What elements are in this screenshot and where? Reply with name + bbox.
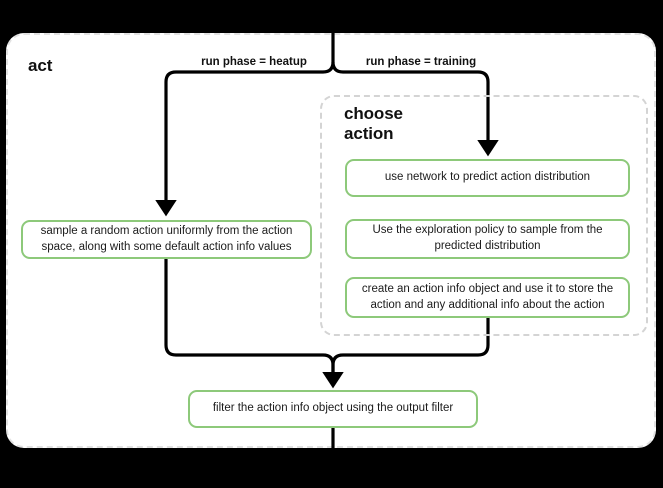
choose-action-group-panel <box>320 95 648 336</box>
act-group-title: act <box>28 56 53 75</box>
node-exploration-policy-sample[interactable]: Use the exploration policy to sample fro… <box>345 219 630 259</box>
node-sample-random-action[interactable]: sample a random action uniformly from th… <box>21 220 312 259</box>
node-use-network-predict[interactable]: use network to predict action distributi… <box>345 159 630 197</box>
choose-action-group-title: choose action <box>344 104 464 143</box>
edge-label-training: run phase = training <box>365 56 477 68</box>
node-filter-action-info[interactable]: filter the action info object using the … <box>188 390 478 428</box>
choose-action-title-line1: choose <box>344 104 403 123</box>
node-create-action-info[interactable]: create an action info object and use it … <box>345 277 630 318</box>
edge-label-heatup: run phase = heatup <box>201 56 307 68</box>
choose-action-title-line2: action <box>344 123 394 143</box>
